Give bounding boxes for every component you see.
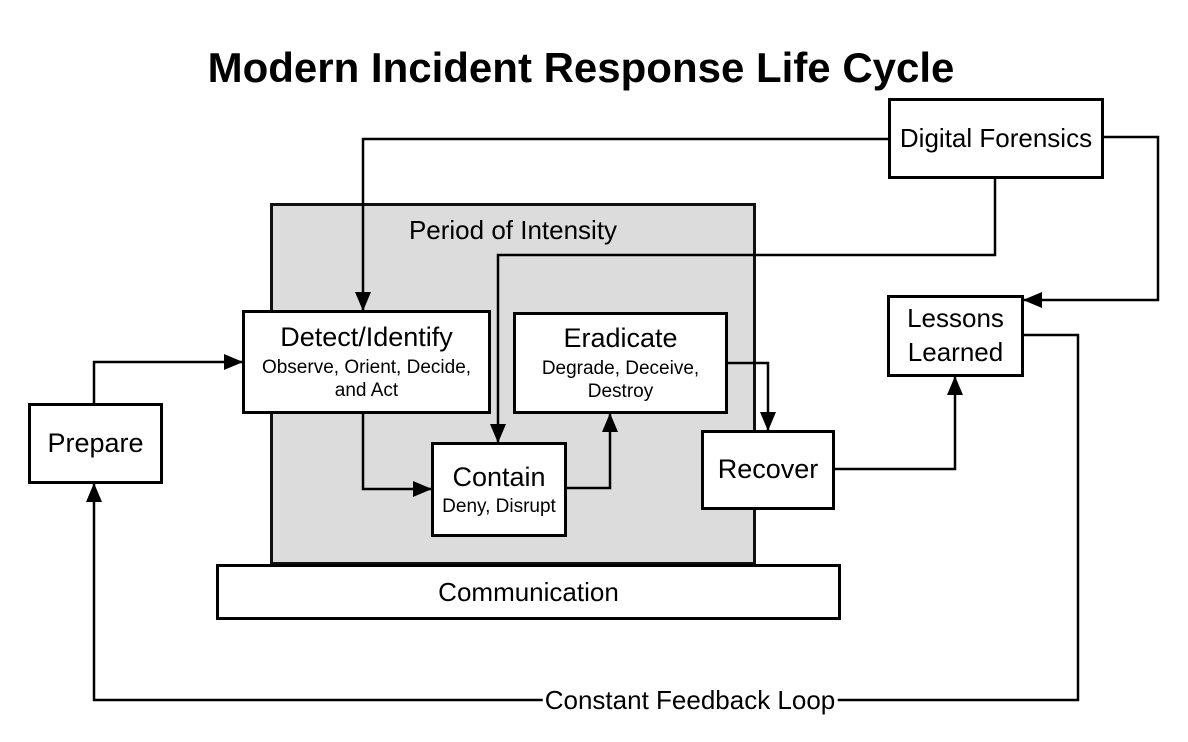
eradicate-label: Eradicate xyxy=(563,323,678,354)
constant-feedback-loop-label: Constant Feedback Loop xyxy=(542,684,838,716)
detect-identify-label: Detect/Identify xyxy=(280,322,453,353)
node-digital-forensics: Digital Forensics xyxy=(888,98,1104,179)
detect-identify-sublabel: Observe, Orient, Decide, and Act xyxy=(261,357,472,402)
contain-sublabel: Deny, Disrupt xyxy=(442,496,556,518)
page-title: Modern Incident Response Life Cycle xyxy=(207,44,955,91)
node-detect-identify: Detect/Identify Observe, Orient, Decide,… xyxy=(242,310,491,414)
node-prepare: Prepare xyxy=(28,403,163,484)
arrow-recover-to-lessons-learned xyxy=(834,376,963,471)
arrow-prepare-to-detect xyxy=(92,354,243,403)
prepare-label: Prepare xyxy=(47,427,144,458)
node-lessons-learned: Lessons Learned xyxy=(887,295,1024,377)
eradicate-sublabel: Degrade, Deceive, Destroy xyxy=(541,358,700,403)
node-contain: Contain Deny, Disrupt xyxy=(431,442,567,537)
communication-label: Communication xyxy=(438,576,619,607)
digital-forensics-label: Digital Forensics xyxy=(899,123,1093,154)
node-recover: Recover xyxy=(701,430,835,510)
period-of-intensity-label: Period of Intensity xyxy=(408,215,618,245)
node-eradicate: Eradicate Degrade, Deceive, Destroy xyxy=(513,312,728,414)
communication-bar: Communication xyxy=(216,564,841,620)
contain-label: Contain xyxy=(452,461,546,492)
lessons-learned-label: Lessons Learned xyxy=(907,303,1004,367)
recover-label: Recover xyxy=(717,454,819,485)
